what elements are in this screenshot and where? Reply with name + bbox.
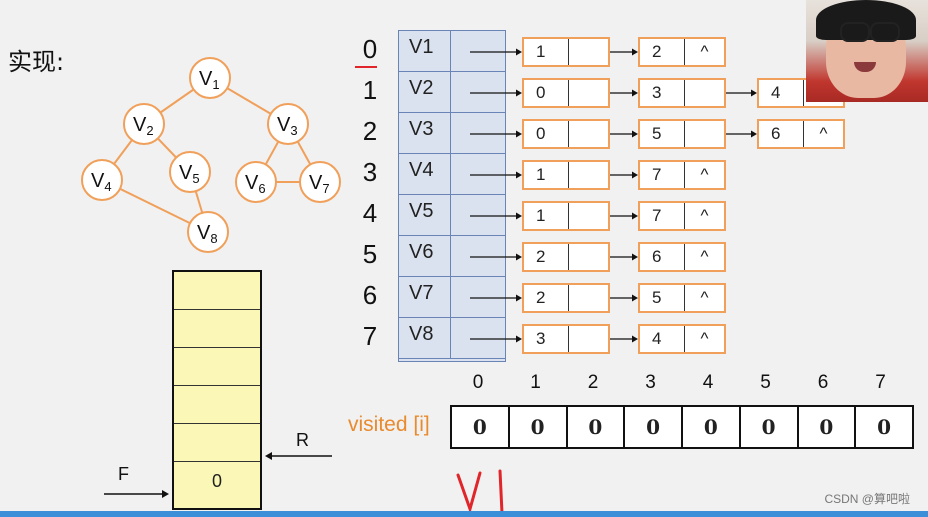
visited-index: 4 (698, 372, 718, 394)
list-node: 4^ (638, 324, 726, 354)
node-value: 7 (640, 162, 685, 188)
watermark: CSDN @算吧啦 (824, 490, 910, 507)
visited-cell: 0 (625, 407, 683, 447)
node-value: 4 (759, 80, 804, 106)
node-next (569, 39, 608, 65)
node-value: 0 (524, 121, 569, 147)
node-next (569, 80, 608, 106)
node-value: 5 (640, 285, 685, 311)
list-node: 1 (522, 160, 610, 190)
list-node: 6^ (757, 119, 845, 149)
list-node: 0 (522, 78, 610, 108)
list-node: 2^ (638, 37, 726, 67)
visited-cell: 0 (568, 407, 626, 447)
list-node: 2 (522, 242, 610, 272)
node-value: 0 (524, 80, 569, 106)
node-next (569, 121, 608, 147)
node-value: 4 (640, 326, 685, 352)
list-node: 7^ (638, 201, 726, 231)
node-next: ^ (804, 121, 843, 147)
node-next: ^ (685, 285, 724, 311)
visited-index: 3 (641, 372, 661, 394)
node-next (569, 285, 608, 311)
node-value: 2 (640, 39, 685, 65)
list-node: 1 (522, 37, 610, 67)
glasses-icon (870, 22, 900, 42)
node-next: ^ (685, 162, 724, 188)
node-next (685, 121, 724, 147)
list-node: 7^ (638, 160, 726, 190)
visited-cell: 0 (452, 407, 510, 447)
visited-cell: 0 (799, 407, 857, 447)
node-value: 6 (759, 121, 804, 147)
list-node: 2 (522, 283, 610, 313)
list-node: 3 (522, 324, 610, 354)
visited-array: 00000000 (450, 405, 914, 449)
webcam-overlay (806, 0, 928, 102)
list-node: 3 (638, 78, 726, 108)
node-value: 3 (640, 80, 685, 106)
node-next (685, 80, 724, 106)
list-node: 5 (638, 119, 726, 149)
node-next: ^ (685, 39, 724, 65)
visited-cell: 0 (683, 407, 741, 447)
node-next: ^ (685, 203, 724, 229)
node-next (569, 326, 608, 352)
glasses-icon (840, 22, 870, 42)
node-next: ^ (685, 326, 724, 352)
node-next (569, 203, 608, 229)
progress-bar (0, 511, 928, 517)
node-value: 3 (524, 326, 569, 352)
visited-label: visited [i] (348, 413, 430, 437)
visited-index: 6 (813, 372, 833, 394)
node-next (569, 244, 608, 270)
visited-index: 5 (756, 372, 776, 394)
list-node: 6^ (638, 242, 726, 272)
handwritten-annotation: V1 (450, 465, 520, 517)
list-node: 1 (522, 201, 610, 231)
node-value: 7 (640, 203, 685, 229)
visited-cell: 0 (510, 407, 568, 447)
visited-index: 1 (526, 372, 546, 394)
visited-index: 7 (871, 372, 891, 394)
node-value: 6 (640, 244, 685, 270)
list-node: 0 (522, 119, 610, 149)
node-value: 1 (524, 162, 569, 188)
node-value: 2 (524, 244, 569, 270)
visited-cell: 0 (856, 407, 912, 447)
node-value: 1 (524, 39, 569, 65)
node-next (569, 162, 608, 188)
visited-index: 0 (468, 372, 488, 394)
visited-cell: 0 (741, 407, 799, 447)
list-node: 5^ (638, 283, 726, 313)
node-value: 2 (524, 285, 569, 311)
node-value: 5 (640, 121, 685, 147)
node-value: 1 (524, 203, 569, 229)
visited-index: 2 (583, 372, 603, 394)
node-next: ^ (685, 244, 724, 270)
